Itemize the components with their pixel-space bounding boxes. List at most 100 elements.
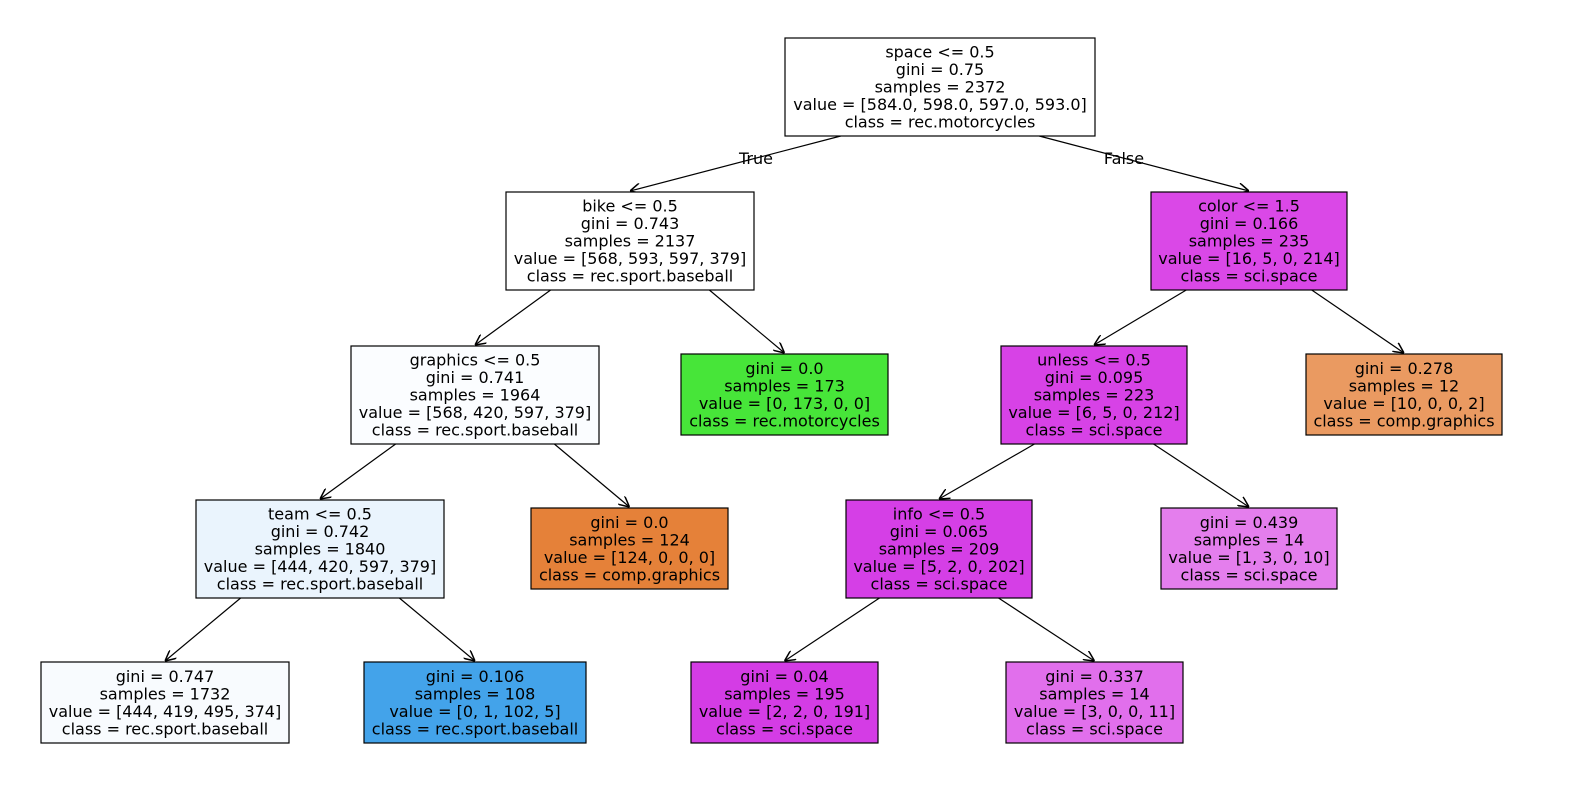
node-box [690,661,879,744]
node-line: value = [444, 420, 597, 379] [204,557,436,576]
node-line: class = rec.motorcycles [689,411,880,430]
node-box [1005,661,1184,744]
node-box [1305,353,1503,436]
node-line: gini = 0.166 [1200,214,1299,233]
edge-n9-n13 [1153,443,1249,507]
node-line: space <= 0.5 [885,43,994,62]
edge-label-true: True [738,149,773,168]
node-line: gini = 0.741 [426,368,525,387]
node-line: samples = 12 [1349,376,1459,395]
node-line: gini = 0.743 [581,214,680,233]
node-line: gini = 0.04 [740,667,828,686]
node-line: gini = 0.337 [1045,667,1144,686]
node-line: value = [124, 0, 0, 0] [544,548,715,567]
node-line: gini = 0.0 [745,359,823,378]
node-line: gini = 0.439 [1200,513,1299,532]
node-line: class = rec.sport.baseball [62,719,268,738]
node-line: value = [0, 173, 0, 0] [699,394,870,413]
node-box [530,507,729,590]
node-line: class = sci.space [1026,719,1163,738]
edge-n9-n10 [939,443,1035,499]
node-line: class = comp.graphics [1313,411,1494,430]
node-line: samples = 1964 [410,386,541,405]
edges-layer [165,135,1404,661]
node-line: class = rec.sport.baseball [372,719,578,738]
node-line: gini = 0.75 [896,60,984,79]
node-line: class = sci.space [716,719,853,738]
node-box [680,353,889,436]
node-box [1000,345,1188,445]
edge-n3-n4 [165,597,242,661]
node-line: samples = 1840 [255,540,386,559]
node-line: samples = 223 [1034,386,1155,405]
node-line: gini = 0.747 [116,667,215,686]
node-line: gini = 0.095 [1045,368,1144,387]
node-line: samples = 14 [1039,684,1149,703]
node-line: samples = 195 [724,684,845,703]
node-line: value = [1, 3, 0, 10] [1168,548,1329,567]
edge-n2-n6 [553,443,629,507]
node-line: samples = 108 [415,684,536,703]
node-line: value = [3, 0, 0, 11] [1014,702,1175,721]
node-line: samples = 173 [724,376,845,395]
edge-n10-n12 [998,597,1095,661]
edge-label-false: False [1104,149,1144,168]
node-line: gini = 0.742 [271,522,370,541]
edge-n3-n5 [398,597,475,661]
edge-n2-n3 [320,443,396,499]
node-line: class = rec.sport.baseball [527,267,733,286]
node-line: class = sci.space [1181,267,1318,286]
node-line: class = sci.space [1181,565,1318,584]
node-line: class = comp.graphics [539,565,720,584]
node-line: value = [10, 0, 0, 2] [1323,394,1484,413]
node-line: class = sci.space [1026,421,1163,440]
node-line: samples = 1732 [100,684,231,703]
node-line: class = rec.sport.baseball [217,575,423,594]
node-line: gini = 0.0 [590,513,668,532]
edge-n1-n7 [708,289,784,353]
node-box [363,661,587,744]
node-line: value = [16, 5, 0, 214] [1158,249,1340,268]
node-line: color <= 1.5 [1198,197,1300,216]
node-line: samples = 2137 [565,232,696,251]
node-box [845,499,1033,599]
node-line: class = sci.space [871,575,1008,594]
node-line: samples = 2372 [875,78,1006,97]
node-line: graphics <= 0.5 [410,351,541,370]
node-line: bike <= 0.5 [582,197,678,216]
node-line: team <= 0.5 [268,505,372,524]
edge-n0-n1 [630,135,841,191]
node-line: value = [584.0, 598.0, 597.0, 593.0] [793,95,1087,114]
node-line: value = [568, 593, 597, 379] [514,249,746,268]
edge-labels-layer: True False [738,149,1144,168]
edge-n0-n8 [1039,135,1249,191]
node-line: value = [5, 2, 0, 202] [853,557,1024,576]
node-line: value = [0, 1, 102, 5] [389,702,560,721]
node-box [195,499,445,599]
node-line: value = [2, 2, 0, 191] [699,702,870,721]
node-line: class = rec.motorcycles [845,113,1036,132]
node-line: samples = 235 [1189,232,1310,251]
node-line: samples = 124 [569,530,690,549]
node-box [505,191,755,291]
node-box [1160,507,1338,590]
edge-n10-n11 [785,597,880,661]
node-line: unless <= 0.5 [1037,351,1151,370]
node-line: samples = 209 [879,540,1000,559]
edge-n8-n9 [1094,289,1187,345]
